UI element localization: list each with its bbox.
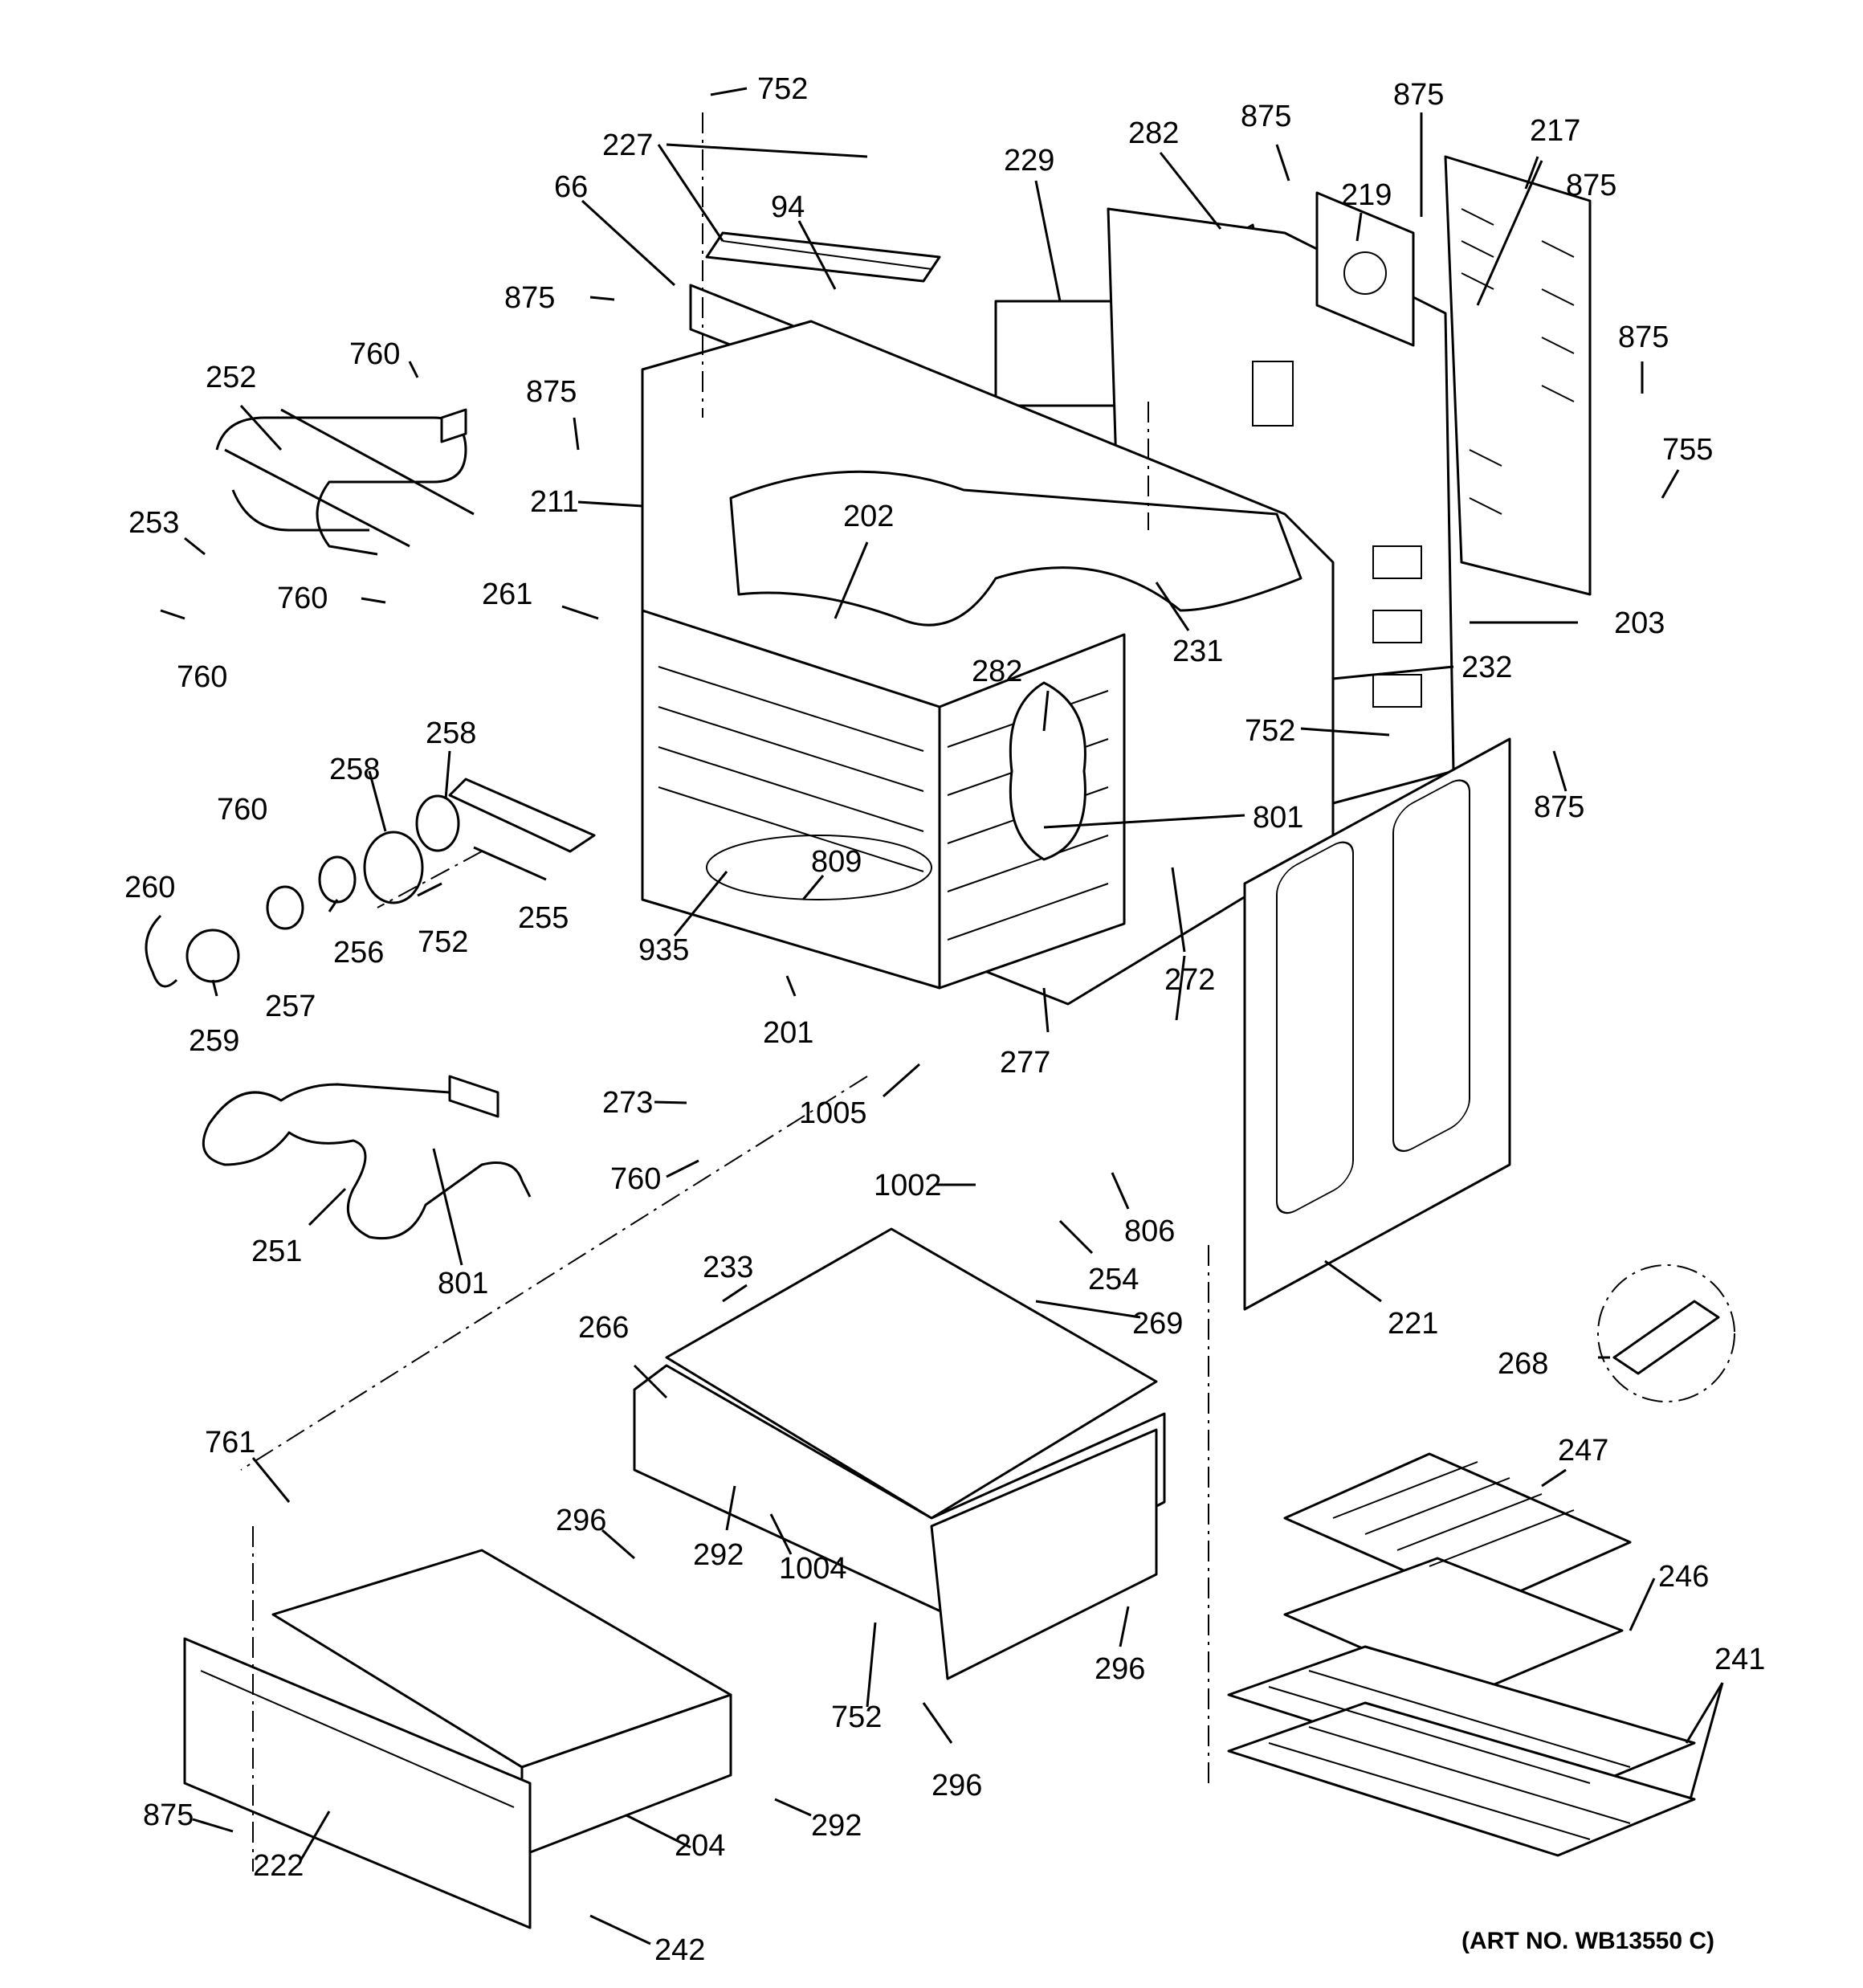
callout-755: 755 xyxy=(1662,433,1713,467)
callout-875: 875 xyxy=(1393,78,1444,112)
callout-752: 752 xyxy=(1245,714,1295,748)
callout-806: 806 xyxy=(1124,1214,1175,1248)
callout-257: 257 xyxy=(265,990,316,1023)
callout-203: 203 xyxy=(1614,606,1665,640)
callout-229: 229 xyxy=(1004,144,1054,178)
callout-272: 272 xyxy=(1164,963,1215,997)
callout-204: 204 xyxy=(675,1829,725,1863)
art-number: (ART NO. WB13550 C) xyxy=(1461,1928,1714,1954)
callout-292: 292 xyxy=(811,1809,862,1843)
callout-66: 66 xyxy=(554,170,588,204)
callout-875: 875 xyxy=(526,375,577,409)
callout-801: 801 xyxy=(1253,801,1303,835)
part-labels: 752 227 66 94 229 282 875 875 219 217 87… xyxy=(124,72,1765,1967)
callout-222: 222 xyxy=(253,1849,304,1883)
guide-lines xyxy=(240,112,1209,1872)
callout-202: 202 xyxy=(843,500,894,533)
callout-1005: 1005 xyxy=(799,1096,867,1130)
callout-255: 255 xyxy=(518,901,569,935)
broil-element xyxy=(215,408,475,556)
bake-element xyxy=(202,1075,532,1240)
callout-875: 875 xyxy=(1534,790,1584,824)
callout-259: 259 xyxy=(189,1024,239,1058)
callout-217: 217 xyxy=(1530,114,1580,148)
callout-254: 254 xyxy=(1088,1263,1139,1296)
callout-253: 253 xyxy=(128,506,179,540)
callout-760: 760 xyxy=(610,1162,661,1196)
callout-875: 875 xyxy=(1618,320,1669,354)
callout-935: 935 xyxy=(638,933,689,967)
callout-809: 809 xyxy=(811,845,862,879)
callout-261: 261 xyxy=(482,578,532,611)
callout-256: 256 xyxy=(333,936,384,970)
callout-875: 875 xyxy=(1241,100,1291,133)
callout-251: 251 xyxy=(251,1235,302,1268)
callout-266: 266 xyxy=(578,1311,629,1345)
side-shield xyxy=(1444,155,1592,596)
callout-246: 246 xyxy=(1658,1560,1709,1594)
line-art xyxy=(145,112,1735,1929)
callout-252: 252 xyxy=(206,361,256,394)
callout-1004: 1004 xyxy=(779,1552,847,1586)
callout-760: 760 xyxy=(217,793,267,827)
callout-233: 233 xyxy=(703,1251,753,1284)
broiler-pan xyxy=(1283,1452,1632,1696)
callout-760: 760 xyxy=(349,337,400,371)
callout-94: 94 xyxy=(771,190,805,224)
callout-247: 247 xyxy=(1558,1434,1608,1468)
storage-drawer xyxy=(183,1549,732,1929)
callout-258: 258 xyxy=(426,716,476,750)
callout-231: 231 xyxy=(1172,635,1223,668)
callout-227: 227 xyxy=(602,129,653,162)
callout-752: 752 xyxy=(418,925,468,959)
bottom-panel-and-frame xyxy=(633,1227,1166,1680)
callout-241: 241 xyxy=(1714,1643,1765,1676)
callout-221: 221 xyxy=(1388,1307,1438,1341)
callout-232: 232 xyxy=(1461,651,1512,684)
callout-752: 752 xyxy=(757,72,808,106)
callout-296: 296 xyxy=(556,1504,606,1537)
callout-268: 268 xyxy=(1498,1347,1548,1381)
callout-292: 292 xyxy=(693,1538,744,1572)
callout-219: 219 xyxy=(1341,178,1392,212)
callout-201: 201 xyxy=(763,1016,813,1050)
callout-875: 875 xyxy=(143,1798,194,1832)
leader-lines xyxy=(160,87,1724,1945)
callout-242: 242 xyxy=(654,1933,705,1967)
callout-296: 296 xyxy=(932,1769,982,1802)
callout-269: 269 xyxy=(1132,1307,1183,1341)
callout-282: 282 xyxy=(972,655,1022,688)
oven-liner xyxy=(641,609,1126,990)
light-assembly xyxy=(145,778,596,988)
callout-296: 296 xyxy=(1095,1652,1145,1686)
callout-875: 875 xyxy=(504,281,555,315)
callout-801: 801 xyxy=(438,1267,488,1300)
clip-detail xyxy=(1597,1264,1735,1402)
callout-260: 260 xyxy=(124,871,175,904)
callout-875: 875 xyxy=(1566,169,1616,202)
callout-273: 273 xyxy=(602,1086,653,1120)
callout-760: 760 xyxy=(277,582,328,615)
callout-760: 760 xyxy=(177,660,227,694)
callout-211: 211 xyxy=(530,485,579,519)
callout-277: 277 xyxy=(1000,1046,1050,1080)
callout-258: 258 xyxy=(329,753,380,786)
side-panel xyxy=(1243,737,1511,1311)
oven-racks xyxy=(1227,1645,1696,1857)
callout-282: 282 xyxy=(1128,116,1179,150)
callout-1002: 1002 xyxy=(874,1169,942,1202)
callout-752: 752 xyxy=(831,1700,882,1734)
callout-761: 761 xyxy=(205,1426,255,1459)
